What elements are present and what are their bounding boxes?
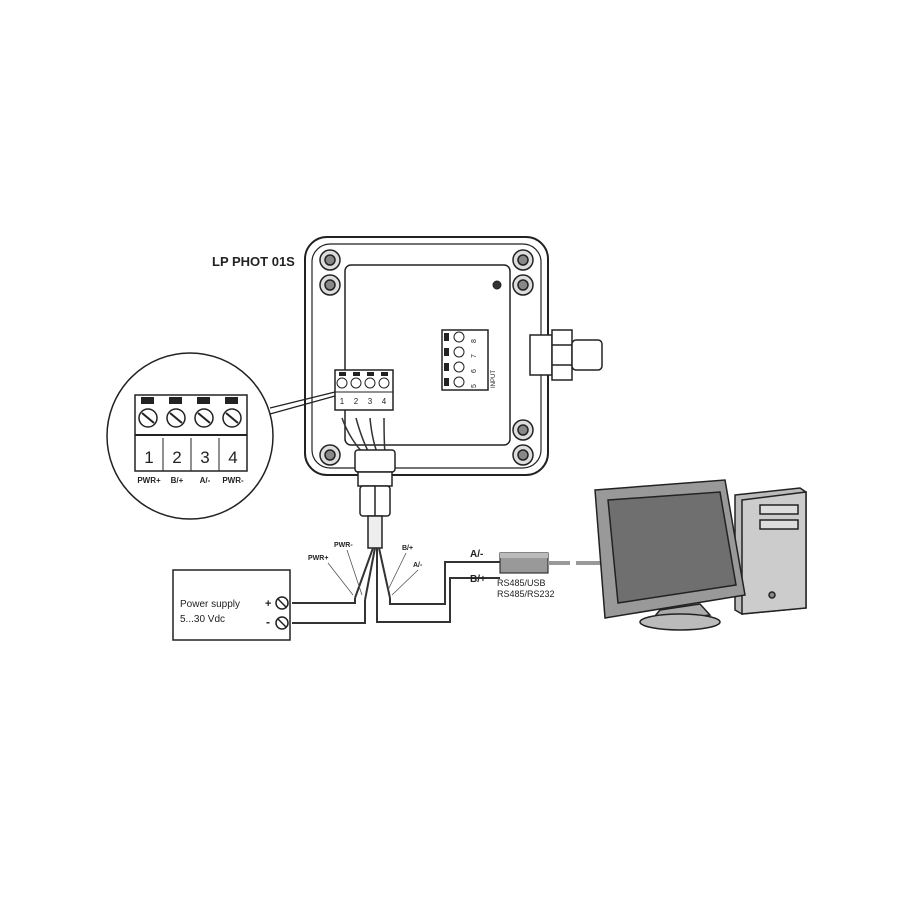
wire-label-a-minus: A/- — [413, 562, 423, 569]
terminal-3-number: 3 — [200, 448, 209, 467]
monitor — [594, 479, 746, 631]
rs485-converter: A/- B/+ RS485/USB RS485/RS232 — [470, 549, 600, 599]
terminal-3-label: A/- — [200, 476, 211, 485]
input-terminal-6: 6 — [471, 369, 478, 373]
wire-label-pwr-plus: PWR+ — [308, 555, 328, 562]
terminal-1-number: 1 — [144, 448, 153, 467]
wire-label-pwr-minus: PWR- — [334, 542, 353, 549]
terminal-block-small: 1 2 3 4 — [334, 369, 394, 411]
small-terminal-3: 3 — [368, 397, 373, 406]
plus-sign: + — [265, 598, 271, 610]
small-terminal-2: 2 — [354, 397, 359, 406]
enclosure — [304, 236, 549, 476]
screw-holes — [319, 249, 534, 466]
input-terminal-5: 5 — [471, 384, 478, 388]
terminal-4-label: PWR- — [222, 476, 244, 485]
bottom-cable-gland — [354, 449, 396, 549]
converter-a-label: A/- — [470, 549, 483, 560]
input-terminal-block: 5 6 7 8 INPUT — [441, 329, 497, 391]
terminal-1-label: PWR+ — [137, 476, 161, 485]
input-terminal-8: 8 — [471, 339, 478, 343]
cable-wires — [292, 547, 500, 624]
converter-type-usb: RS485/USB — [497, 578, 546, 588]
terminal-2-label: B/+ — [171, 476, 184, 485]
wire-label-b-plus: B/+ — [402, 545, 413, 552]
terminal-4-number: 4 — [228, 448, 237, 467]
power-supply-voltage: 5...30 Vdc — [180, 614, 225, 625]
side-cable-gland — [529, 329, 603, 381]
input-terminal-7: 7 — [471, 354, 478, 358]
wire-label-leaders — [327, 549, 419, 596]
pc-tower — [734, 487, 807, 615]
small-terminal-1: 1 — [340, 397, 345, 406]
power-supply-label: Power supply — [180, 599, 240, 610]
power-supply: Power supply 5...30 Vdc + - — [172, 569, 291, 641]
input-label: INPUT — [491, 370, 497, 388]
terminal-magnifier: 1 2 3 4 PWR+ B/+ A/- PWR- — [106, 352, 336, 520]
terminal-2-number: 2 — [172, 448, 181, 467]
device-title: LP PHOT 01S — [212, 254, 295, 269]
computer — [594, 479, 807, 631]
minus-sign: - — [266, 615, 270, 629]
converter-b-label: B/+ — [470, 574, 486, 585]
small-terminal-4: 4 — [382, 397, 387, 406]
converter-type-rs232: RS485/RS232 — [497, 589, 555, 599]
power-terminal-screws — [275, 596, 289, 630]
